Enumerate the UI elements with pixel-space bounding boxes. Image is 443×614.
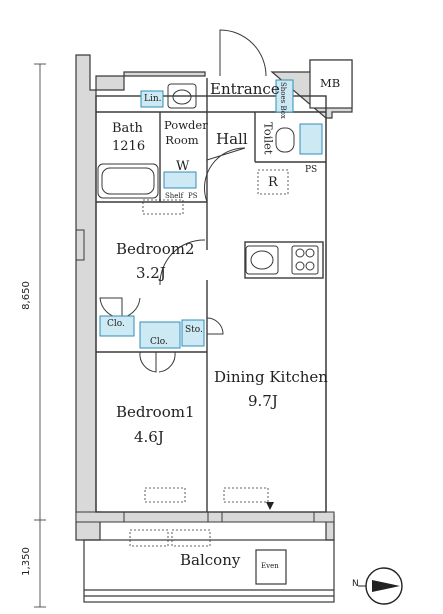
balcony-outline [83,539,335,603]
ps-label: PS [305,165,318,175]
shelf-label: Shelf [165,192,184,200]
toilet-label: Toilet [261,122,276,155]
lin-label: Lin. [144,94,162,104]
balcony-label: Balcony [180,551,241,569]
entry-arrow-icon [266,502,274,510]
interior-walls [95,78,327,513]
dining-kitchen-label: Dining Kitchen [214,368,328,386]
hall-label: Hall [216,130,248,148]
dimension-main-label: 8,650 [20,281,32,310]
compass-icon [358,567,403,605]
dimension-lines [34,63,46,608]
bedroom2-size-label: 3.2J [136,264,166,282]
bedroom2-label: Bedroom2 [116,240,195,258]
vents [129,169,289,547]
storage-label: Sto. [185,325,203,335]
storage-units [99,79,323,349]
entrance-label: Entrance [210,80,280,98]
closet-label-1: Clo. [107,319,125,329]
window-sills [75,229,315,523]
powder-room-label: Powder Room [164,118,208,147]
dining-kitchen-size-label: 9.7J [248,392,278,410]
bedroom1-size-label: 4.6J [134,428,164,446]
bath-fixtures [97,83,319,275]
even-label: Even [261,562,279,570]
bath-size-label: 1216 [112,139,146,154]
bedroom1-label: Bedroom1 [116,403,195,421]
compass-north-label: N [352,579,359,589]
w-label: W [176,159,190,174]
ps-small-label: PS [188,192,198,200]
shoes-box-label: Shoes Box [279,82,287,119]
dimension-balcony-label: 1,350 [20,547,32,576]
r-label: R [268,175,278,190]
closet-label-2: Clo. [150,337,168,347]
bath-label: Bath [112,121,143,136]
mb-label: MB [320,76,341,90]
